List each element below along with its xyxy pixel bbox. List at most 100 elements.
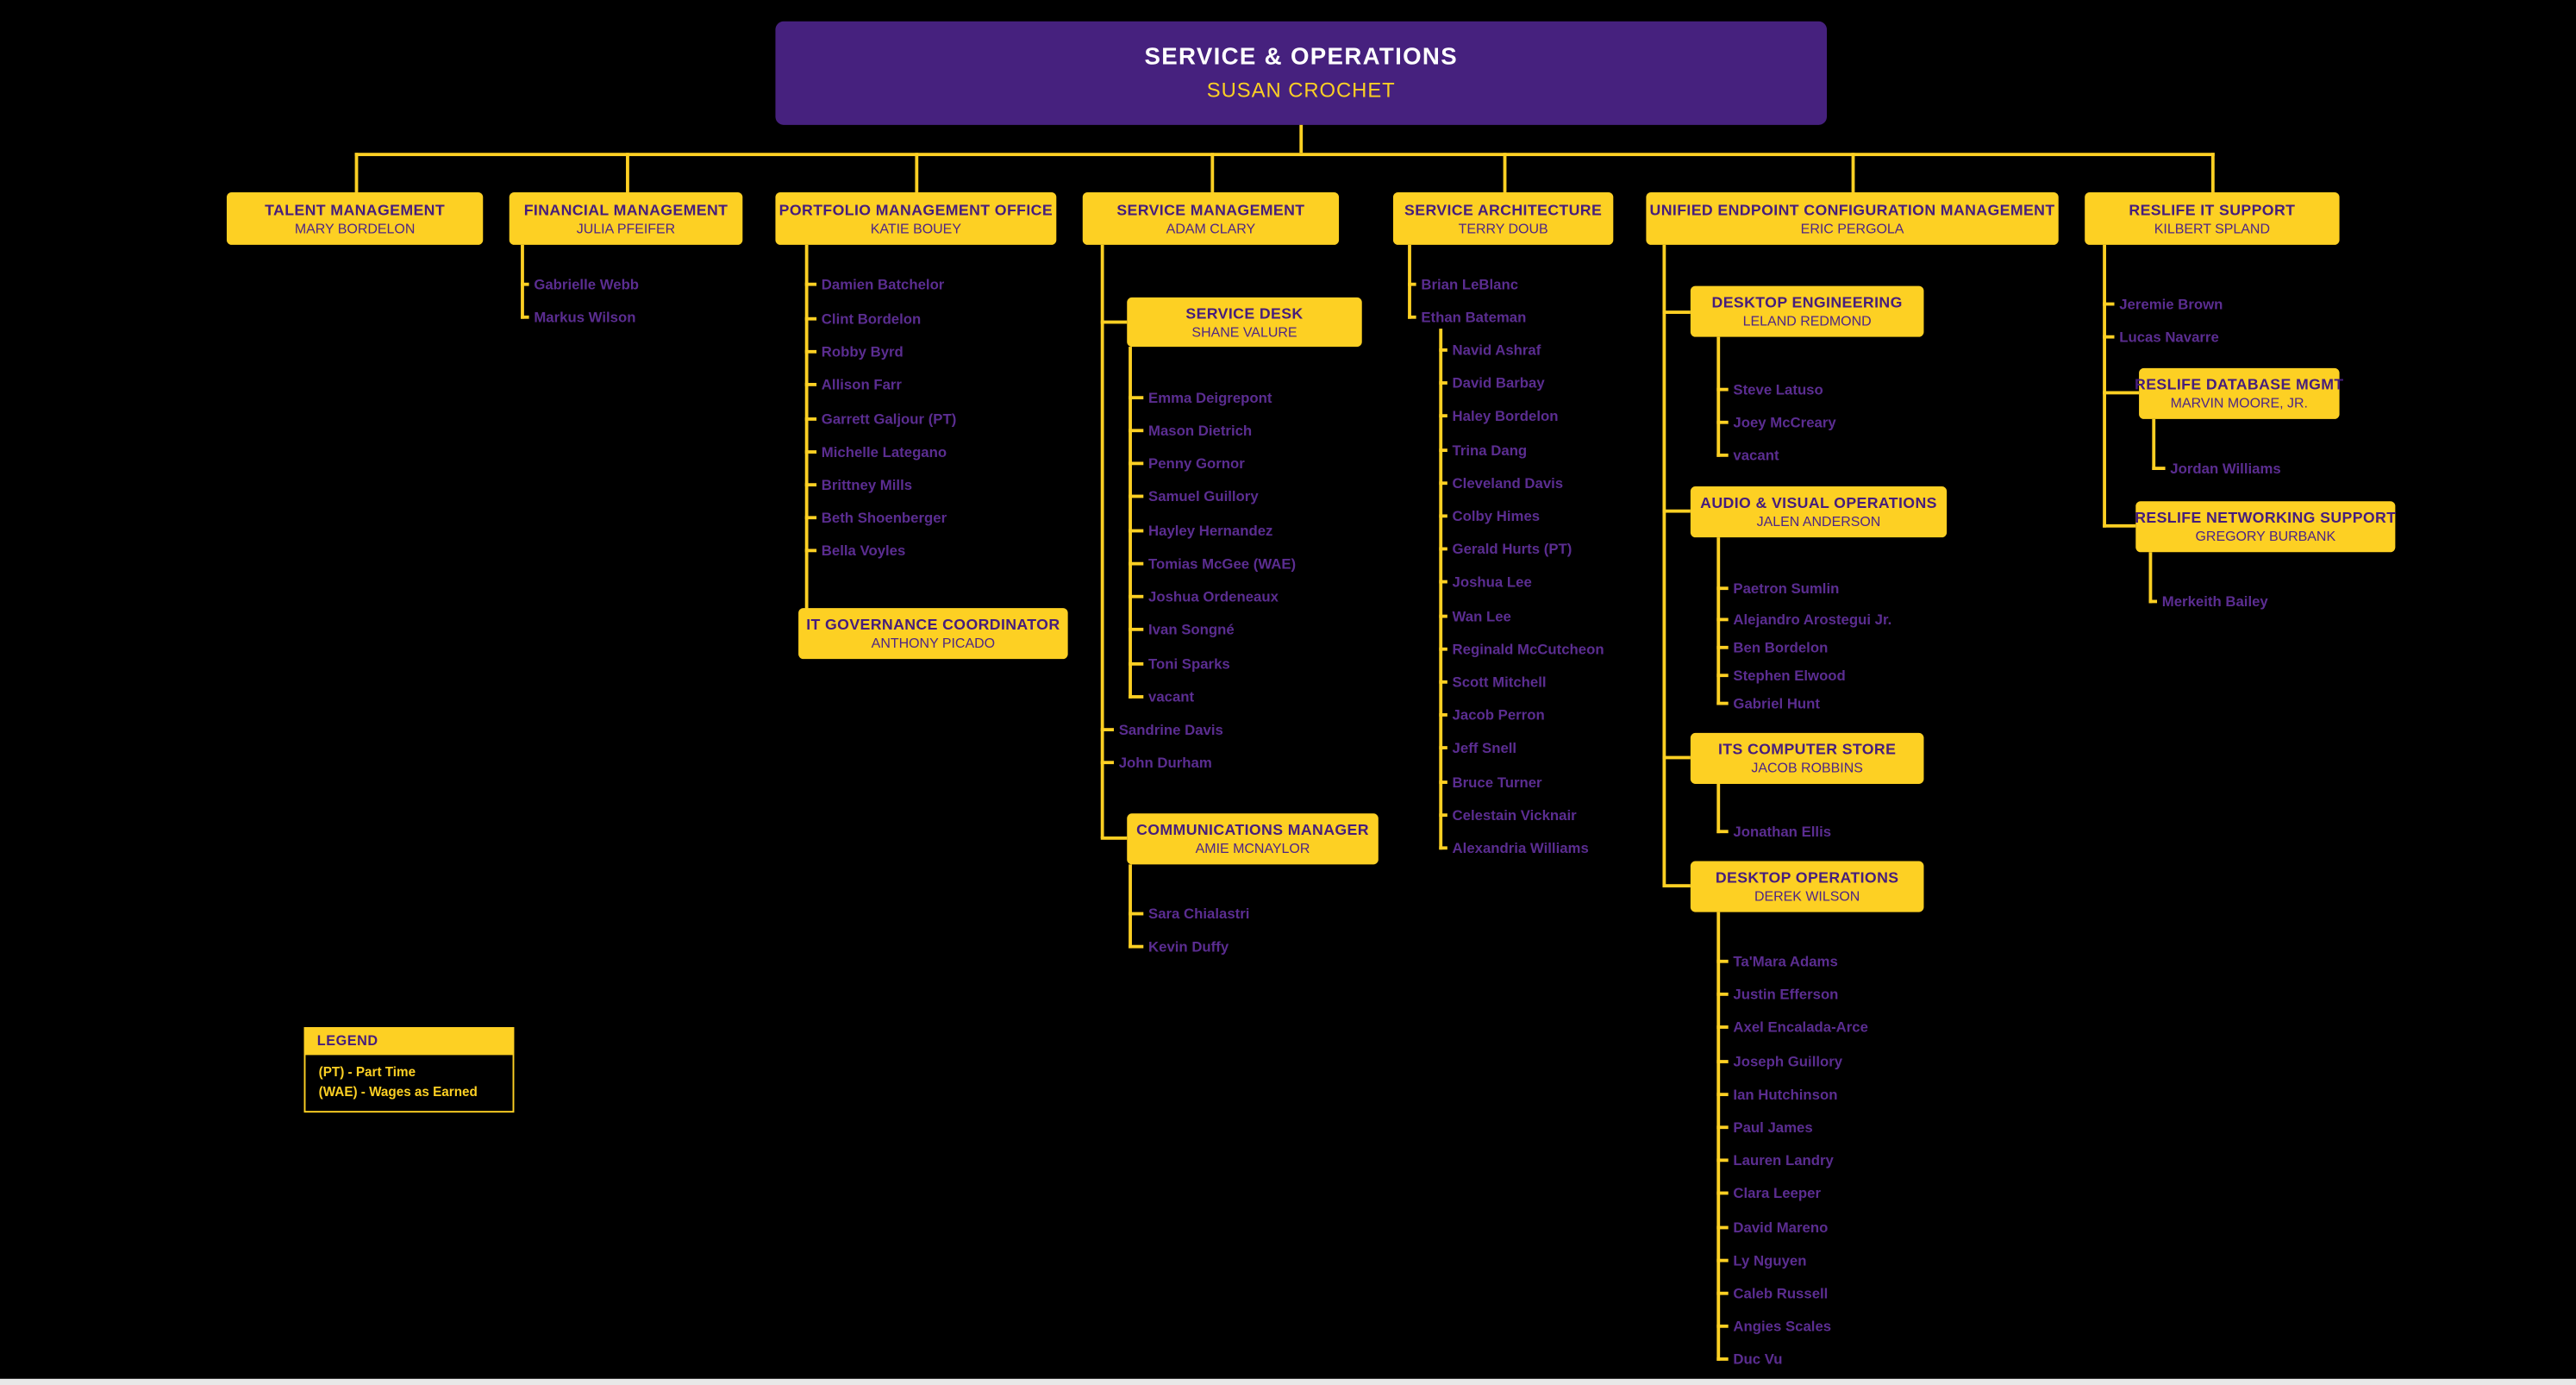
member-tick	[1716, 1125, 1729, 1129]
org-box-title: SERVICE ARCHITECTURE	[1404, 201, 1603, 218]
member-tick	[1716, 674, 1729, 677]
member-name: Brittney Mills	[821, 476, 913, 493]
member-name: Ivan Songné	[1148, 621, 1235, 638]
member-tick	[1716, 993, 1729, 996]
member-name: Justin Efferson	[1733, 986, 1839, 1003]
connector-line	[2103, 391, 2140, 394]
member-name: Ta'Mara Adams	[1733, 953, 1838, 970]
connector-line	[1503, 153, 1506, 192]
connector-spine-uecm	[1662, 244, 1666, 887]
member-tick	[1439, 448, 1447, 452]
member-tick	[1716, 1226, 1729, 1229]
connector-spine-servmgmt	[1100, 244, 1104, 838]
member-tick	[2103, 303, 2115, 305]
member-name: Hayley Hernandez	[1148, 522, 1273, 540]
member-name: Duc Vu	[1733, 1351, 1783, 1368]
root-name: SUSAN CROCHET	[1206, 78, 1396, 103]
member-tick	[1439, 514, 1447, 517]
connector-spine-comms	[1129, 864, 1132, 949]
member-name: Mason Dietrich	[1148, 422, 1253, 439]
member-name: John Durham	[1118, 754, 1212, 771]
org-box-title: RESLIFE DATABASE MGMT	[2135, 376, 2344, 393]
connector-line	[1851, 153, 1854, 192]
member-tick	[1716, 421, 1729, 424]
org-box-person: KATIE BOUEY	[870, 219, 961, 236]
org-box-title: SERVICE MANAGEMENT	[1116, 201, 1305, 218]
member-name: Emma Deigrepont	[1148, 389, 1272, 406]
member-name: Stephen Elwood	[1733, 667, 1846, 684]
member-tick	[1716, 1025, 1729, 1029]
member-name: Kevin Duffy	[1148, 938, 1229, 956]
member-tick	[1408, 283, 1416, 286]
org-box-person: ERIC PERGOLA	[1800, 219, 1904, 236]
connector-spine-database	[2152, 418, 2155, 471]
org-box-person: GREGORY BURBANK	[2195, 527, 2336, 544]
connector-line	[1299, 124, 1303, 154]
member-tick	[1716, 960, 1729, 963]
org-box-title: RESLIFE NETWORKING SUPPORT	[2135, 509, 2397, 526]
org-box-title: DESKTOP OPERATIONS	[1715, 869, 1899, 887]
member-name: Clara Leeper	[1733, 1184, 1821, 1201]
org-box-person: LELAND REDMOND	[1742, 312, 1872, 329]
member-tick	[1129, 495, 1144, 498]
member-name: Joseph Guillory	[1733, 1053, 1843, 1070]
member-tick	[1716, 617, 1729, 621]
member-name: vacant	[1733, 447, 1779, 464]
member-tick	[1716, 586, 1729, 590]
member-name: Steve Latuso	[1733, 381, 1823, 398]
member-tick	[1439, 680, 1447, 684]
member-tick	[2148, 600, 2158, 603]
member-tick	[804, 350, 817, 354]
member-name: Bella Voyles	[821, 542, 906, 559]
connector-spine-desktopops	[1716, 912, 1720, 1361]
connector-line	[1100, 320, 1128, 323]
member-tick	[521, 283, 529, 286]
member-tick	[1439, 580, 1447, 584]
member-name: Paul James	[1733, 1119, 1813, 1136]
member-name: Gabriel Hunt	[1733, 695, 1821, 712]
member-name: Jeff Snell	[1452, 739, 1517, 756]
connector-spine-networking	[2148, 552, 2152, 604]
org-box-title: TALENT MANAGEMENT	[265, 201, 446, 218]
member-tick	[804, 283, 817, 286]
member-name: Axel Encalada-Arce	[1733, 1018, 1868, 1036]
member-tick	[1129, 628, 1144, 631]
member-tick	[1439, 481, 1447, 485]
member-tick	[1129, 945, 1144, 949]
member-tick	[1716, 646, 1729, 649]
member-tick	[1100, 728, 1114, 731]
member-tick	[1129, 595, 1144, 598]
connector-line	[1662, 509, 1691, 512]
member-tick	[1129, 396, 1144, 399]
connector-line	[2103, 523, 2136, 527]
connector-line	[626, 153, 628, 192]
org-box-person: JACOB ROBBINS	[1751, 759, 1863, 776]
connector-line	[915, 153, 918, 192]
member-name: Colby Himes	[1452, 507, 1541, 524]
member-tick	[1129, 695, 1144, 699]
org-box-person: AMIE MCNAYLOR	[1195, 839, 1310, 856]
org-box-title: FINANCIAL MANAGEMENT	[523, 201, 728, 218]
org-box-title: RESLIFE IT SUPPORT	[2129, 201, 2296, 218]
connector-spine-store	[1716, 783, 1720, 834]
member-tick	[1439, 713, 1447, 717]
member-tick	[1439, 648, 1447, 651]
member-tick	[1716, 702, 1729, 705]
member-tick	[1716, 454, 1729, 457]
connector-spine-desktopeng	[1716, 336, 1720, 457]
org-box-title: IT GOVERNANCE COORDINATOR	[806, 616, 1060, 633]
member-name: Wan Lee	[1452, 608, 1511, 625]
member-name: Allison Farr	[821, 376, 902, 393]
member-tick	[804, 516, 817, 519]
member-tick	[1716, 388, 1729, 392]
org-box-title: DESKTOP ENGINEERING	[1711, 294, 1903, 311]
member-name: Reginald McCutcheon	[1452, 641, 1604, 658]
